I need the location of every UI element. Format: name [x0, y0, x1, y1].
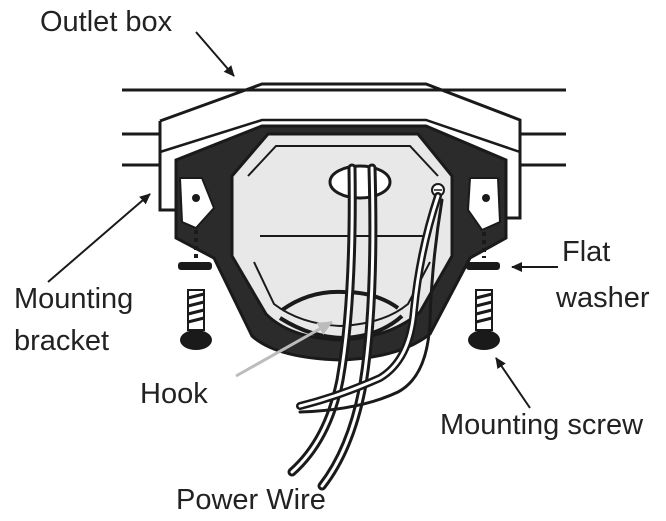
hook-label: Hook: [140, 378, 208, 410]
power-wire-label: Power Wire: [176, 484, 326, 516]
outlet-box-label: Outlet box: [40, 6, 173, 38]
right-mounting-screw: [466, 232, 500, 350]
outlet-box: [122, 82, 566, 220]
canopy: [174, 124, 508, 362]
mounting-bracket-label-line1: Mounting: [14, 283, 134, 315]
left-mounting-screw: [178, 230, 212, 350]
flat-washer-label-line2: washer: [556, 282, 650, 314]
mounting-screw-label: Mounting screw: [440, 409, 644, 441]
flat-washer-label-line1: Flat: [562, 236, 611, 268]
mounting-bracket-arrow: [47, 193, 151, 283]
mounting-bracket-label-line2: bracket: [14, 325, 110, 357]
power-wire: [287, 163, 444, 491]
outlet-box-arrow: [195, 31, 235, 77]
mounting-screw-arrow: [495, 357, 531, 409]
hook-arrow: [235, 320, 333, 378]
